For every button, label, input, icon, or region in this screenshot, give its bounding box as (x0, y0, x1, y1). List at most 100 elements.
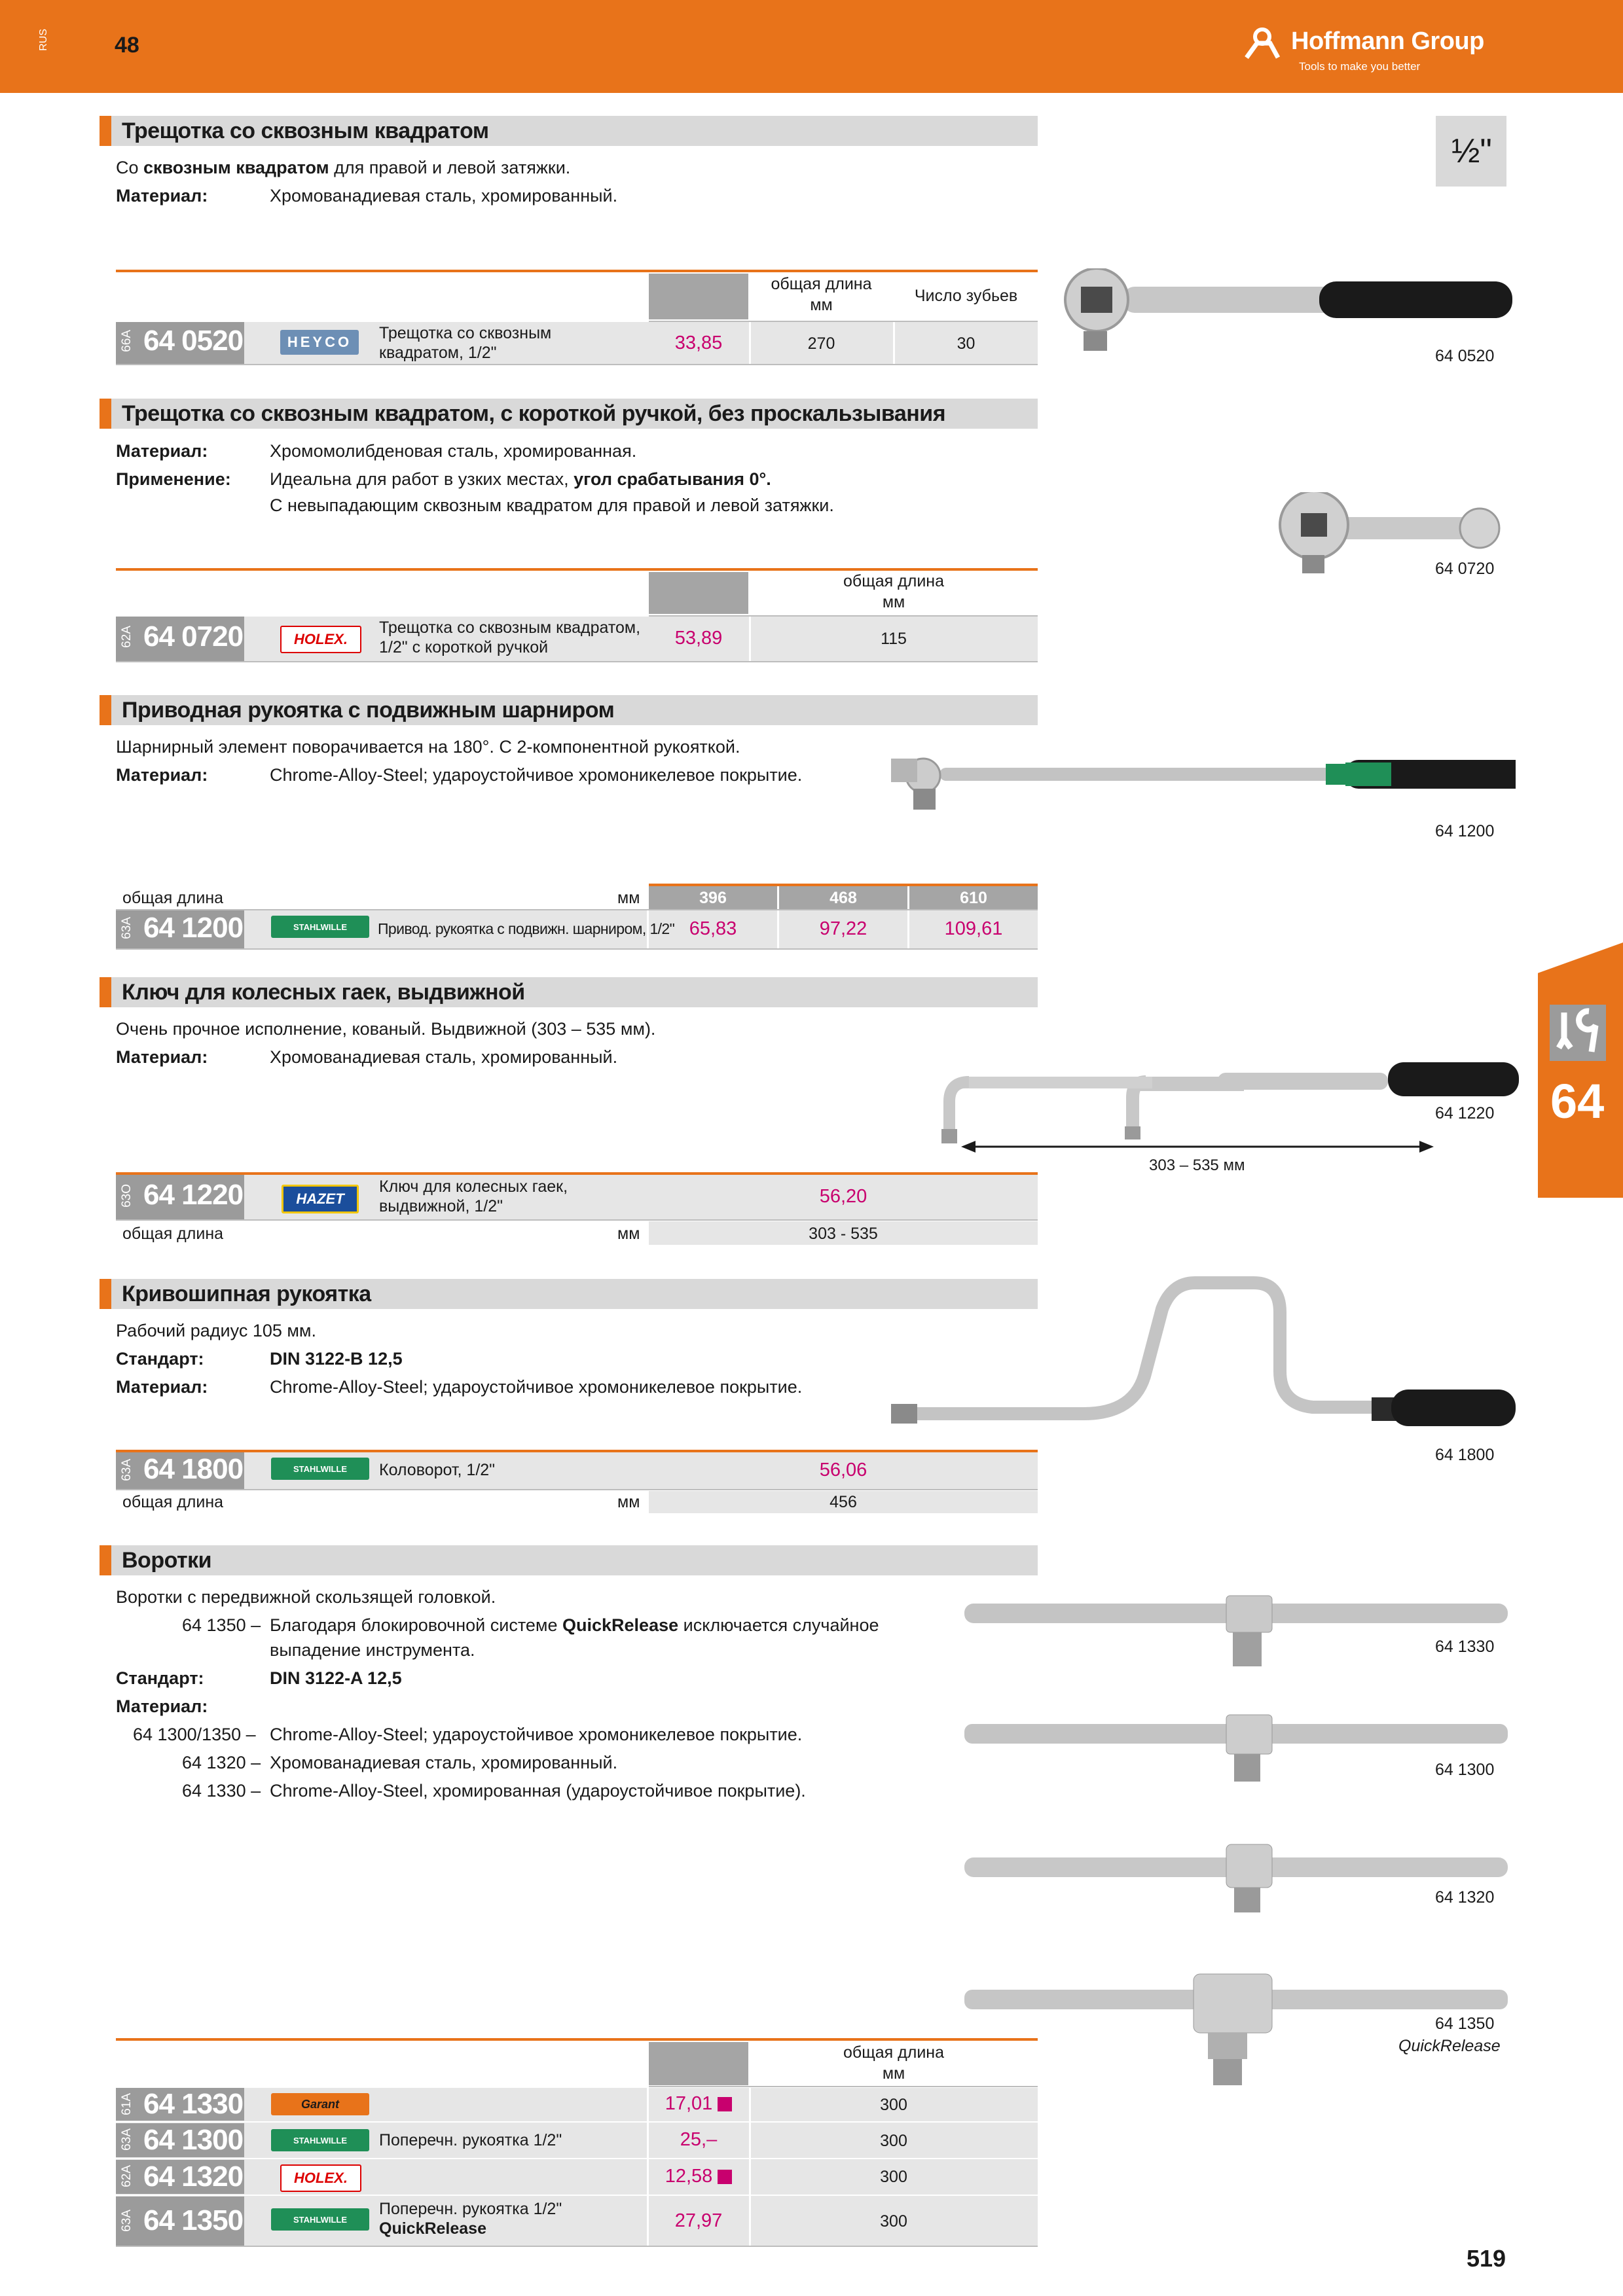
s1-length: 270 (807, 334, 835, 353)
holex-logo: HOLEX. (280, 626, 361, 653)
tools-icon (1550, 1005, 1606, 1061)
s4-price: 56,20 (819, 1186, 867, 1207)
heyco-logo: HEYCO (280, 330, 359, 355)
s5-image-label: 64 1800 (1435, 1446, 1495, 1464)
section-header-2: Трещотка со сквозным квадратом, с коротк… (100, 399, 1038, 429)
s6-standard-label: Стандарт: (116, 1668, 204, 1688)
s6-price-1320: 12,58 (649, 2166, 748, 2187)
s4-length-label: общая длина (122, 1225, 224, 1243)
s5-length-label: общая длина (122, 1493, 224, 1511)
s1-article-code: 66A 64 0520 (116, 322, 244, 364)
s1-teeth: 30 (957, 334, 976, 353)
section-header-5: Кривошипная рукоятка (100, 1279, 1038, 1309)
dimension-label: 303 – 535 мм (1149, 1157, 1245, 1174)
s6-material-text-3: Chrome-Alloy-Steel, хромированная (ударо… (270, 1781, 806, 1801)
stahlwille-logo: STAHLWILLE (271, 2208, 369, 2231)
special-offer-marker (718, 2170, 733, 2185)
speed-brace-image (891, 1276, 1516, 1426)
top-bar (0, 0, 1623, 93)
s6-price-1330: 17,01 (649, 2093, 748, 2115)
s5-material-value: Chrome-Alloy-Steel; удароустойчивое хром… (270, 1377, 803, 1397)
s4-unit: мм (617, 1225, 640, 1243)
s2-material-value: Хромомолибденовая сталь, хромированная. (270, 441, 637, 461)
s3-price-610: 109,61 (944, 918, 1003, 939)
s3-length-396: 396 (699, 889, 727, 907)
t-bar-image-1350 (964, 1973, 1508, 2085)
s3-unit: мм (617, 889, 640, 907)
s6-price-1300: 25,– (680, 2129, 718, 2150)
s4-description: Очень прочное исполнение, кованый. Выдви… (116, 1019, 656, 1039)
s6-image-label-1300: 64 1300 (1435, 1761, 1495, 1779)
holex-logo: HOLEX. (280, 2164, 361, 2192)
t-bar-image-1320 (964, 1844, 1508, 1912)
s6-image-label-quickrelease: QuickRelease (1398, 2037, 1501, 2055)
s6-material-codes-1: 64 1300/1350 – (133, 1725, 256, 1744)
s4-material-label: Материал: (116, 1047, 208, 1067)
s6-price-1350: 27,97 (674, 2210, 723, 2231)
s6-article-code-1330: 61A 64 1330 (116, 2088, 244, 2121)
s1-image-label: 64 0520 (1435, 347, 1495, 365)
s2-use-line2: С невыпадающим сквозным квадратом для пр… (270, 495, 834, 515)
s3-length-468: 468 (830, 889, 857, 907)
s6-qr-code: 64 1350 – (182, 1615, 261, 1635)
stahlwille-logo: STAHLWILLE (271, 916, 369, 938)
s5-length: 456 (830, 1493, 857, 1511)
s6-length-1330: 300 (880, 2096, 907, 2114)
section-header-3: Приводная рукоятка с подвижным шарниром (100, 695, 1038, 725)
s1-product-name: Трещотка со сквозным квадратом, 1/2" (379, 324, 552, 362)
s6-article-code-1300: 63A 64 1300 (116, 2123, 244, 2157)
s6-image-label-1350: 64 1350 (1435, 2015, 1495, 2033)
s5-material-label: Материал: (116, 1377, 208, 1397)
section-header-4: Ключ для колесных гаек, выдвижной (100, 977, 1038, 1007)
s6-qr-text-line2: выпадение инструмента. (270, 1640, 475, 1660)
s3-price-396: 65,83 (689, 918, 737, 939)
stahlwille-logo: STAHLWILLE (271, 2129, 369, 2151)
s5-price: 56,06 (819, 1460, 867, 1480)
s2-product-name: Трещотка со сквозным квадратом, 1/2" с к… (379, 619, 641, 656)
s2-image-label: 64 0720 (1435, 560, 1495, 578)
hinged-handle-image (891, 757, 1516, 810)
s6-article-code-1350: 63A 64 1350 (116, 2197, 244, 2246)
chapter-side-tab (1538, 942, 1623, 1198)
t-bar-image-1330 (964, 1595, 1508, 1666)
s4-article-code: 63O 64 1220 (116, 1175, 244, 1219)
s3-description: Шарнирный элемент поворачивается на 180°… (116, 737, 740, 757)
s6-product-name-common: Поперечн. рукоятка 1/2" (379, 2131, 562, 2149)
s5-standard-label: Стандарт: (116, 1349, 204, 1369)
s3-product-name: Привод. рукоятка с подвижн. шарниром, 1/… (378, 920, 675, 937)
s2-article-code: 62A 64 0720 (116, 617, 244, 661)
s6-material-label: Материал: (116, 1696, 208, 1716)
side-tab-number: 64 (1550, 1074, 1605, 1128)
s1-description: Со сквозным квадратом для правой и левой… (116, 158, 571, 177)
s6-material-text-1: Chrome-Alloy-Steel; удароустойчивое хром… (270, 1725, 803, 1744)
s3-article-code: 63A 64 1200 (116, 910, 244, 948)
s2-use-label: Применение: (116, 469, 231, 489)
s6-image-label-1330: 64 1330 (1435, 1638, 1495, 1656)
hazet-logo: HAZET (282, 1185, 359, 1213)
s3-price-468: 97,22 (819, 918, 867, 939)
s1-price: 33,85 (674, 332, 723, 353)
s6-material-codes-2: 64 1320 – (182, 1753, 261, 1772)
s3-length-610: 610 (960, 889, 987, 907)
page-number: 519 (1467, 2245, 1506, 2272)
s6-image-label-1320: 64 1320 (1435, 1888, 1495, 1907)
brand-logo: Hoffmann Group Tools to make you better (1244, 26, 1519, 79)
s2-price: 53,89 (674, 628, 723, 649)
brand-tagline: Tools to make you better (1299, 60, 1421, 73)
s6-article-code-1320: 62A 64 1320 (116, 2160, 244, 2194)
size-badge: ½" (1436, 116, 1506, 187)
s5-article-code: 63A 64 1800 (116, 1452, 244, 1489)
lang-code: RUS (38, 29, 49, 51)
s2-length: 115 (881, 630, 907, 648)
wheel-wrench-image (941, 1062, 1519, 1143)
garant-logo: Garant (271, 2093, 369, 2115)
s1-col-teeth: Число зубьев (914, 287, 1018, 305)
s4-product-name: Ключ для колесных гаек, выдвижной, 1/2" (379, 1177, 568, 1215)
s2-material-label: Материал: (116, 441, 208, 461)
s6-length-1350: 300 (880, 2212, 907, 2231)
ratchet-image (1064, 268, 1512, 351)
dimension-arrow (961, 1141, 1434, 1153)
